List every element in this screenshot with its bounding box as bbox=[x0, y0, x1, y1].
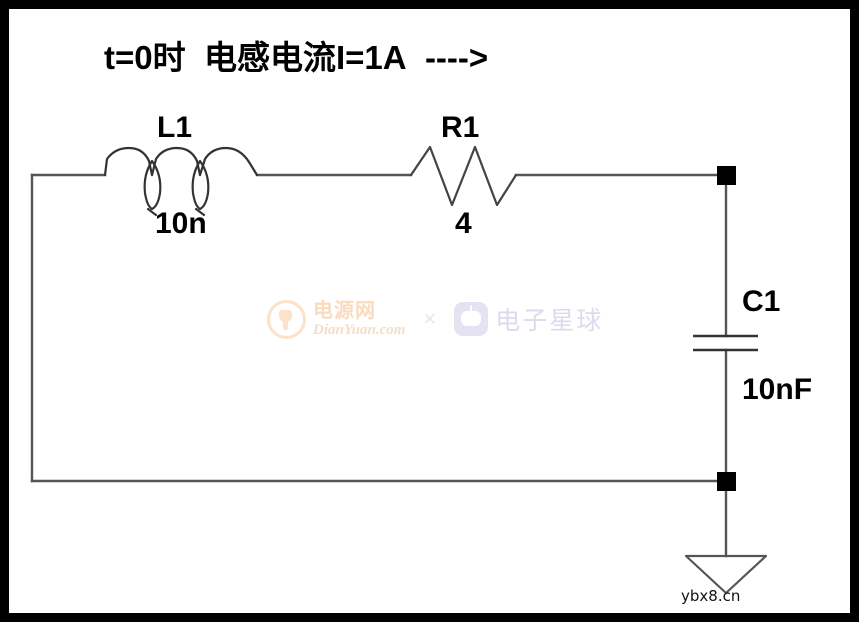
inductor-arc-3 bbox=[198, 146, 259, 177]
circuit-schematic bbox=[30, 145, 768, 595]
resistor-zigzag-icon bbox=[409, 145, 518, 207]
inductor-lead-tick-2 bbox=[194, 207, 206, 217]
inductor-value-label: 10n bbox=[155, 207, 207, 240]
resistor-zigzag-path bbox=[409, 145, 518, 207]
inductor-designator-label: L1 bbox=[157, 111, 193, 144]
capacitor-plates-icon bbox=[693, 334, 758, 352]
capacitor-value-label: 10nF bbox=[742, 373, 813, 406]
inductor-loop-1 bbox=[143, 159, 162, 211]
resistor-value-label: 4 bbox=[455, 207, 472, 240]
inductor-lead-tick-1 bbox=[146, 207, 158, 217]
page-title: t=0时 电感电流I=1A ----> bbox=[104, 31, 488, 79]
bottom-watermark-text: ybx8.cn bbox=[681, 587, 741, 605]
title-statement: 电感电流I=1A bbox=[203, 39, 407, 76]
junction-node-top bbox=[717, 166, 736, 185]
resistor-designator-label: R1 bbox=[441, 111, 480, 144]
circuit-wires bbox=[30, 173, 729, 558]
inductor-arc-1 bbox=[103, 146, 154, 177]
capacitor-designator-label: C1 bbox=[742, 285, 781, 318]
circuit-junctions bbox=[717, 166, 736, 491]
inductor-loop-2 bbox=[191, 159, 210, 211]
title-condition: t=0时 bbox=[104, 39, 186, 76]
junction-node-bottom bbox=[717, 472, 736, 491]
ground-triangle-icon bbox=[684, 554, 768, 595]
inductor-coil-icon bbox=[103, 146, 259, 217]
title-arrow: ----> bbox=[424, 39, 489, 76]
ground-triangle-path bbox=[684, 554, 768, 595]
inductor-arc-2 bbox=[150, 146, 202, 177]
